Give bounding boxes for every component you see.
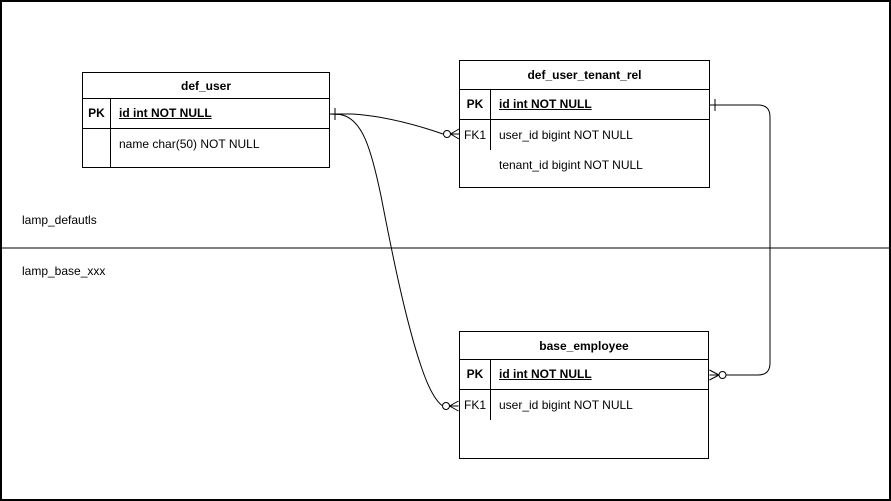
crow-foot-many-marker [709,369,720,381]
relationship-def_user-to-def_user_tenant_rel[interactable] [330,108,460,140]
entity-table-def_user_tenant_rel[interactable]: def_user_tenant_rel PK id int NOT NULL F… [459,60,710,188]
table-title: def_user [83,73,329,99]
zero-circle-marker [718,371,727,379]
pk-field-text: id int NOT NULL [499,367,592,381]
table-row: PK id int NOT NULL [83,99,329,129]
relationship-line [710,104,771,376]
fk-key-label: FK1 [460,120,491,150]
key-cell-empty [83,129,111,167]
zone-label-lamp-base-xxx: lamp_base_xxx [22,264,106,278]
table-row: name char(50) NOT NULL [83,129,329,167]
table-row: PK id int NOT NULL [460,90,709,120]
zone-label-lamp-defautls: lamp_defautls [22,213,97,227]
relationship-def_user_tenant_rel-to-base_employee[interactable] [709,99,771,381]
table-row: FK1 user_id bigint NOT NULL tenant_id bi… [460,120,709,187]
crow-foot-many-marker [449,400,459,412]
entity-table-base_employee[interactable]: base_employee PK id int NOT NULL FK1 use… [459,331,709,459]
table-title: def_user_tenant_rel [460,61,709,90]
zero-circle-marker [442,402,450,410]
field-text: tenant_id bigint NOT NULL [499,158,643,172]
zero-circle-marker [443,130,451,138]
field-text: user_id bigint NOT NULL [499,128,633,142]
relationship-def_user-to-base_employee[interactable] [329,113,459,412]
field-text: user_id bigint NOT NULL [499,398,633,412]
relationship-line [330,113,444,135]
table-title: base_employee [460,332,708,360]
fk-key-label: FK1 [460,390,491,420]
crow-foot-many-marker [450,128,460,140]
pk-field-text: id int NOT NULL [119,106,212,120]
table-row: PK id int NOT NULL [460,360,708,390]
entity-table-def_user[interactable]: def_user PK id int NOT NULL name char(50… [82,72,330,168]
pk-key-label: PK [460,360,491,389]
pk-key-label: PK [83,99,111,128]
pk-key-label: PK [460,90,491,119]
table-row: FK1 user_id bigint NOT NULL [460,390,708,458]
relationship-line [329,113,443,406]
pk-field-text: id int NOT NULL [499,97,592,111]
field-text: name char(50) NOT NULL [119,137,260,151]
